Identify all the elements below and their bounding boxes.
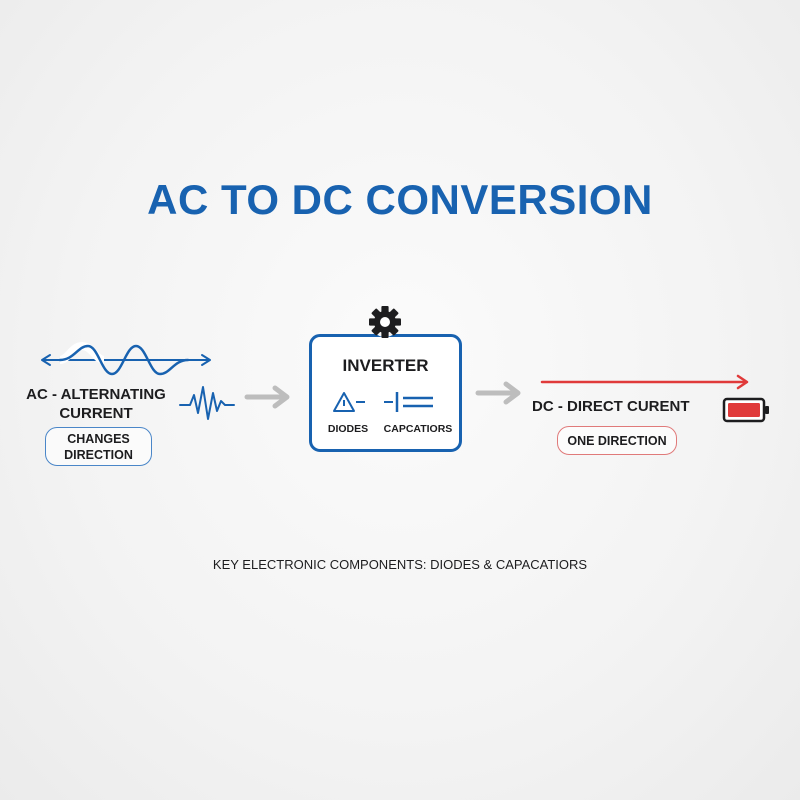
inverter-title: INVERTER <box>342 356 429 375</box>
gear-icon <box>369 306 401 338</box>
dc-direction-badge: ONE DIRECTION <box>557 426 677 455</box>
dc-label: DC - DIRECT CURENT <box>532 398 690 415</box>
ac-label: AC - ALTERNATING <box>26 386 166 403</box>
ac-sine-wave-icon <box>41 341 211 376</box>
page-title: AC TO DC CONVERSION <box>147 176 653 223</box>
ac-badge-line2: DIRECTION <box>64 447 133 462</box>
capacitor-label: CAPCATIORS <box>383 423 453 435</box>
capacitor-icon <box>384 392 433 412</box>
ac-signal-icon <box>179 386 235 420</box>
ac-badge-line1: CHANGES <box>67 431 130 446</box>
flow-arrow-1-icon <box>244 385 290 409</box>
diode-icon <box>333 392 365 412</box>
diode-label: DIODES <box>327 423 369 435</box>
footer-caption: KEY ELECTRONIC COMPONENTS: DIODES & CAPA… <box>212 557 588 572</box>
ac-label-line2: CURRENT <box>59 405 133 422</box>
ac-direction-badge: CHANGES DIRECTION <box>45 427 152 466</box>
battery-icon <box>722 397 769 423</box>
flow-arrow-2-icon <box>475 381 521 405</box>
dc-direction-arrow-icon <box>540 374 749 390</box>
